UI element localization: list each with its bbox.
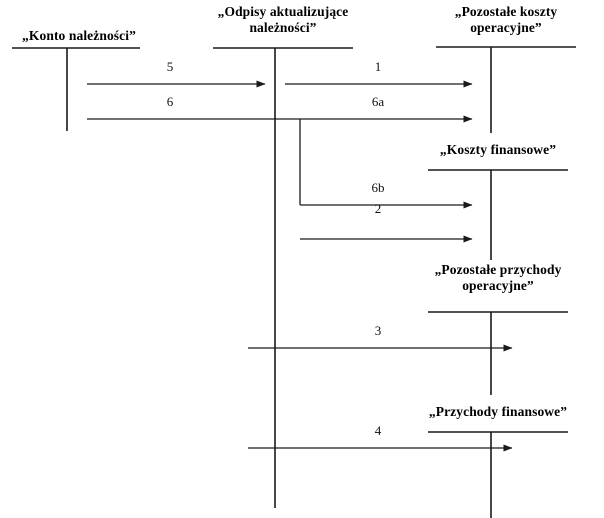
account-title-odpisy-aktualizujace: „Odpisy aktualizujące należności” [217, 4, 349, 35]
flow-label-6a: 6a [371, 94, 385, 109]
account-odpisy-aktualizujace [213, 47, 353, 508]
account-title-pozostale-koszty-operacyjne: „Pozostałe koszty operacyjne” [454, 4, 558, 35]
flow-label-4: 4 [374, 423, 382, 438]
flow-label-1: 1 [374, 59, 382, 74]
flow-label-5: 5 [166, 59, 174, 74]
flow-label-3: 3 [374, 323, 382, 338]
account-przychody-finansowe [428, 431, 568, 518]
account-title-koszty-finansowe: „Koszty finansowe” [439, 142, 557, 157]
flow-label-2: 2 [374, 201, 382, 216]
account-title-pozostale-przychody-operacyjne: „Pozostałe przychody operacyjne” [434, 262, 562, 293]
account-title-konto-naleznosci: „Konto należności” [22, 28, 136, 43]
account-pozostale-koszty-operacyjne [436, 46, 576, 133]
account-title-przychody-finansowe: „Przychody finansowe” [428, 404, 568, 419]
flow-label-6b: 6b [371, 180, 385, 195]
account-koszty-finansowe [428, 169, 568, 260]
account-pozostale-przychody-operacyjne [428, 311, 568, 395]
account-konto-naleznosci [12, 47, 140, 131]
flow-label-6: 6 [166, 94, 174, 109]
